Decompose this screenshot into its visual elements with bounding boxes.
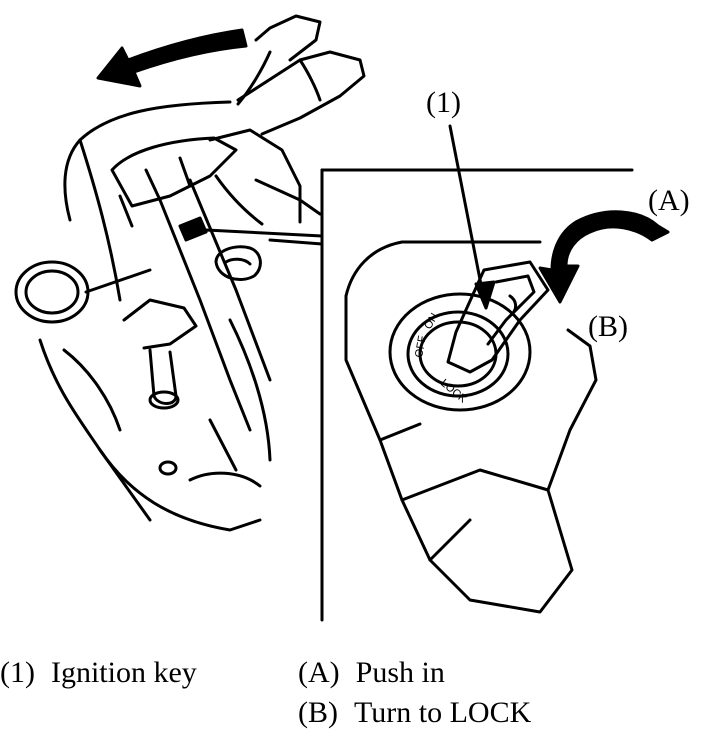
legend-code: (B) bbox=[298, 696, 338, 729]
key-leader-line bbox=[448, 124, 486, 302]
callout-1: (1) bbox=[426, 86, 461, 119]
legend-code: (A) bbox=[298, 656, 340, 689]
legend-text: Push in bbox=[355, 656, 445, 689]
legend-text: Turn to LOCK bbox=[354, 696, 532, 729]
turn-arrow bbox=[538, 210, 670, 304]
legend-item-turn-to-lock: (B) Turn to LOCK bbox=[298, 698, 531, 728]
legend-text: Ignition key bbox=[50, 656, 197, 689]
motorcycle-illustration bbox=[14, 14, 366, 532]
switch-mark-lock: LOCK bbox=[438, 377, 469, 406]
callout-b: (B) bbox=[588, 310, 628, 343]
switch-mark-off: OFF bbox=[413, 335, 429, 359]
handlebar-turn-arrow bbox=[96, 28, 248, 88]
legend-item-ignition-key: (1) Ignition key bbox=[0, 658, 197, 688]
legend-code: (1) bbox=[0, 656, 35, 689]
callout-a: (A) bbox=[648, 184, 690, 217]
legend-item-push-in: (A) Push in bbox=[298, 658, 445, 688]
ignition-detail-view bbox=[320, 124, 670, 622]
